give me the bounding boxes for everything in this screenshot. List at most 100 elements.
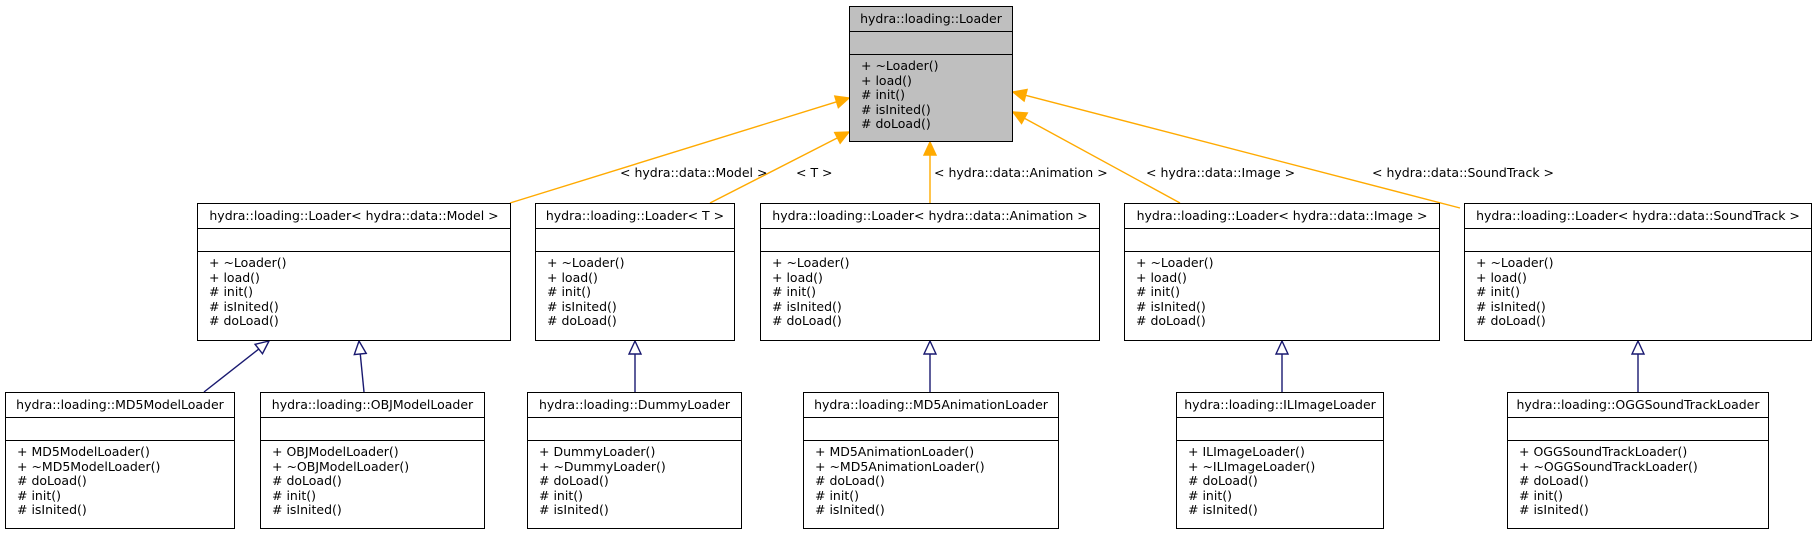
class-box-ogg-soundtrack-loader[interactable]: hydra::loading::OGGSoundTrackLoader + OG…: [1507, 392, 1769, 529]
operation: # init(): [17, 487, 61, 503]
operation: # init(): [1519, 487, 1563, 503]
operation: # doLoad(): [539, 473, 609, 488]
operation: + ~ILImageLoader(): [1188, 458, 1316, 474]
operation: # isInited(): [1188, 502, 1258, 517]
operation: # init(): [547, 284, 591, 299]
operation: # init(): [272, 487, 316, 503]
inherit-edge-objmodel: [359, 353, 365, 393]
class-name: hydra::loading::MD5AnimationLoader: [804, 393, 1058, 418]
operation: # doLoad(): [1476, 313, 1546, 328]
class-attributes: [261, 418, 484, 441]
template-edge-model: [509, 101, 837, 204]
class-operations: + ~Loader() + load() # init() # isInited…: [1465, 252, 1811, 329]
class-name: hydra::loading::MD5ModelLoader: [6, 393, 234, 418]
class-box-loader-animation[interactable]: hydra::loading::Loader< hydra::data::Ani…: [760, 203, 1100, 341]
class-box-loader-soundtrack[interactable]: hydra::loading::Loader< hydra::data::Sou…: [1464, 203, 1812, 341]
operation: + ~Loader(): [772, 255, 850, 270]
class-attributes: [850, 32, 1012, 55]
class-attributes: [804, 418, 1058, 441]
inherit-edge-md5model-arrowhead: [253, 339, 271, 356]
class-box-md5-model-loader[interactable]: hydra::loading::MD5ModelLoader + MD5Mode…: [5, 392, 235, 529]
inherit-edge-ilimage-arrowhead: [1274, 339, 1290, 355]
template-edge-image-arrowhead: [1011, 111, 1029, 125]
operation: # isInited(): [209, 298, 279, 314]
operation: # isInited(): [272, 502, 342, 517]
class-box-loader[interactable]: hydra::loading::Loader + ~Loader() + loa…: [849, 6, 1013, 142]
class-name: hydra::loading::DummyLoader: [528, 393, 741, 418]
class-box-il-image-loader[interactable]: hydra::loading::ILImageLoader + ILImageL…: [1176, 392, 1384, 529]
edge-label-image: < hydra::data::Image >: [1146, 165, 1296, 180]
operation: + OBJModelLoader(): [272, 444, 399, 459]
class-operations: + ILImageLoader() + ~ILImageLoader() # d…: [1177, 441, 1383, 518]
class-box-md5-animation-loader[interactable]: hydra::loading::MD5AnimationLoader + MD5…: [803, 392, 1059, 529]
operation: + MD5ModelLoader(): [17, 444, 150, 459]
class-box-loader-t[interactable]: hydra::loading::Loader< T > + ~Loader() …: [535, 203, 735, 341]
edge-label-model: < hydra::data::Model >: [620, 165, 768, 180]
template-edge-soundtrack: [1025, 94, 1461, 209]
class-box-loader-image[interactable]: hydra::loading::Loader< hydra::data::Ima…: [1124, 203, 1440, 341]
class-operations: + ~Loader() + load() # init() # isInited…: [761, 252, 1099, 329]
class-box-obj-model-loader[interactable]: hydra::loading::OBJModelLoader + OBJMode…: [260, 392, 485, 529]
operation: # init(): [815, 487, 859, 503]
class-attributes: [198, 229, 510, 252]
template-edge-model-arrowhead: [833, 95, 851, 109]
operation: # doLoad(): [772, 313, 842, 328]
operation: + ~Loader(): [1136, 255, 1214, 270]
operation: # doLoad(): [272, 473, 342, 488]
operation: + ~OGGSoundTrackLoader(): [1519, 458, 1698, 474]
operation: # doLoad(): [1188, 473, 1258, 488]
class-name: hydra::loading::Loader< T >: [536, 204, 734, 229]
class-attributes: [1508, 418, 1768, 441]
class-attributes: [761, 229, 1099, 252]
template-edge-animation-arrowhead: [922, 140, 938, 156]
class-box-dummy-loader[interactable]: hydra::loading::DummyLoader + DummyLoade…: [527, 392, 742, 529]
operation: + ~Loader(): [861, 58, 939, 73]
class-operations: + OGGSoundTrackLoader() + ~OGGSoundTrack…: [1508, 441, 1768, 518]
class-operations: + MD5AnimationLoader() + ~MD5AnimationLo…: [804, 441, 1058, 518]
template-edge-soundtrack-arrowhead: [1011, 88, 1029, 103]
class-attributes: [528, 418, 741, 441]
edge-label-animation: < hydra::data::Animation >: [934, 165, 1108, 180]
operation: + DummyLoader(): [539, 444, 656, 459]
operation: + load(): [861, 72, 912, 88]
class-name: hydra::loading::Loader< hydra::data::Ani…: [761, 204, 1099, 229]
operation: # isInited(): [1476, 298, 1546, 314]
operation: + ILImageLoader(): [1188, 444, 1305, 459]
class-operations: + MD5ModelLoader() + ~MD5ModelLoader() #…: [6, 441, 234, 518]
template-edge-image: [1024, 117, 1181, 204]
operation: # doLoad(): [547, 313, 617, 328]
class-attributes: [1465, 229, 1811, 252]
operation: + load(): [1476, 269, 1527, 285]
operation: # isInited(): [861, 101, 931, 117]
operation: # isInited(): [547, 298, 617, 314]
inherit-edge-oggsoundtrack-arrowhead: [1630, 339, 1646, 355]
operation: # init(): [1476, 284, 1520, 299]
edge-label-t: < T >: [796, 165, 833, 180]
operation: + ~Loader(): [1476, 255, 1554, 270]
class-attributes: [536, 229, 734, 252]
operation: # init(): [209, 284, 253, 299]
operation: + OGGSoundTrackLoader(): [1519, 444, 1688, 459]
class-operations: + ~Loader() + load() # init() # isInited…: [536, 252, 734, 329]
class-name: hydra::loading::Loader< hydra::data::Mod…: [198, 204, 510, 229]
operation: # isInited(): [1136, 298, 1206, 314]
operation: # doLoad(): [1136, 313, 1206, 328]
operation: # doLoad(): [1519, 473, 1589, 488]
operation: + ~MD5ModelLoader(): [17, 458, 161, 474]
inherit-edge-dummy-arrowhead: [627, 339, 643, 355]
class-operations: + ~Loader() + load() # init() # isInited…: [1125, 252, 1439, 329]
operation: # isInited(): [772, 298, 842, 314]
operation: # doLoad(): [209, 313, 279, 328]
operation: + load(): [209, 269, 260, 285]
class-operations: + OBJModelLoader() + ~OBJModelLoader() #…: [261, 441, 484, 518]
template-edge-t: [709, 137, 838, 204]
operation: # doLoad(): [815, 473, 885, 488]
inherit-edge-objmodel-arrowhead: [353, 339, 368, 356]
operation: + MD5AnimationLoader(): [815, 444, 975, 459]
operation: + ~OBJModelLoader(): [272, 458, 410, 474]
class-box-loader-model[interactable]: hydra::loading::Loader< hydra::data::Mod…: [197, 203, 511, 341]
inherit-edge-md5model: [203, 348, 260, 393]
operation: # init(): [861, 87, 905, 102]
class-name: hydra::loading::OBJModelLoader: [261, 393, 484, 418]
